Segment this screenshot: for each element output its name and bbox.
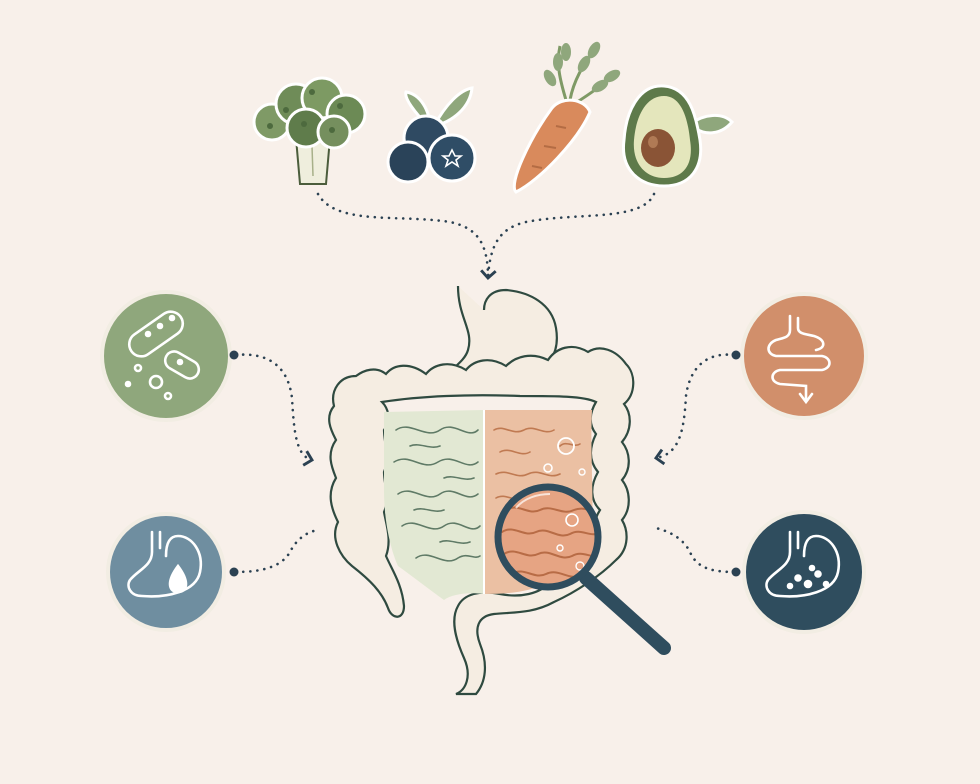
gut-motility-badge xyxy=(740,292,868,420)
magnifying-glass-icon xyxy=(494,483,671,655)
carrot-icon xyxy=(512,41,621,194)
healthy-villi-pattern xyxy=(393,426,481,562)
inflamed-villi-pattern xyxy=(493,427,581,501)
blueberries-icon xyxy=(386,86,477,184)
digestion-badge xyxy=(742,510,866,634)
avocado-icon xyxy=(622,84,735,188)
food-flow-arrows xyxy=(316,192,656,281)
stomach-acid-icon xyxy=(127,530,203,598)
badge-connectors xyxy=(234,353,736,574)
gut-bacteria-badge xyxy=(100,290,232,422)
digestive-tract-icon xyxy=(328,285,635,696)
bacteria-icon xyxy=(124,310,201,401)
stomach-acid-badge xyxy=(106,512,226,632)
broccoli-icon xyxy=(252,76,367,185)
stomach-particles-icon xyxy=(765,530,841,598)
connector-endpoints xyxy=(229,350,741,577)
intestine-flow-icon xyxy=(767,314,831,405)
